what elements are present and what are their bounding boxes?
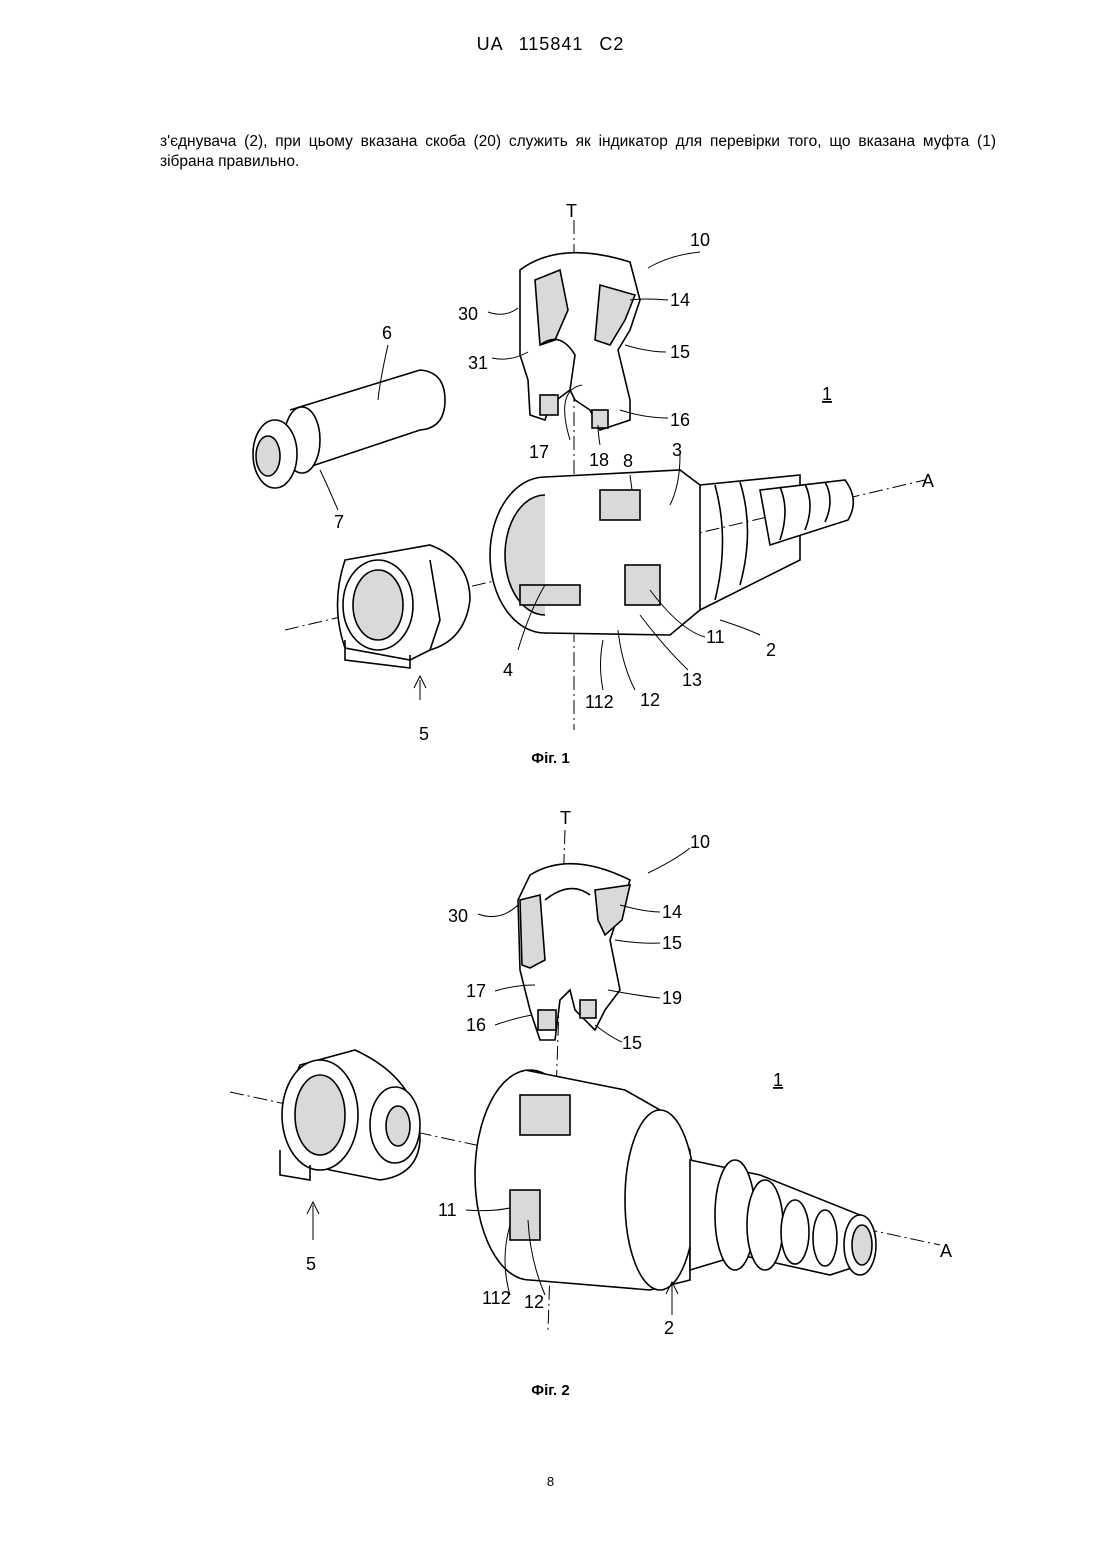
fig1-label-5: 5	[419, 724, 429, 744]
fig1-label-112: 112	[585, 692, 614, 712]
figure-1-caption: Фіг. 1	[0, 750, 1101, 767]
fig1-label-18: 18	[589, 450, 609, 470]
fig2-label-2: 2	[664, 1318, 674, 1338]
fig2-label-5: 5	[306, 1254, 316, 1274]
fig1-label-14: 14	[670, 290, 690, 310]
fig1-label-2: 2	[766, 640, 776, 660]
fig2-label-19: 19	[662, 988, 682, 1008]
fig1-label-3: 3	[672, 440, 682, 460]
fig2-label-T: T	[560, 808, 571, 828]
fig2-label-1: 1	[773, 1070, 783, 1090]
fig2-label-30: 30	[448, 906, 468, 926]
fig2-label-15b: 15	[622, 1033, 642, 1053]
fig2-label-15a: 15	[662, 933, 682, 953]
fig2-label-12: 12	[524, 1292, 544, 1312]
fig1-label-7: 7	[334, 512, 344, 532]
figure-1-drawing: T 10 30 14 6 31 15 1 16 17 18 8 3 A 7 11…	[0, 190, 1101, 750]
fig1-label-T: T	[566, 201, 577, 221]
fig1-label-12: 12	[640, 690, 660, 710]
fig1-label-15: 15	[670, 342, 690, 362]
fig1-label-A: A	[922, 471, 934, 491]
page-number: 8	[0, 1474, 1101, 1489]
fig1-label-6: 6	[382, 323, 392, 343]
fig1-label-10: 10	[690, 230, 710, 250]
fig1-label-13: 13	[682, 670, 702, 690]
fig1-label-11: 11	[706, 627, 725, 647]
fig1-label-31: 31	[468, 353, 488, 373]
fig1-label-4: 4	[503, 660, 513, 680]
fig2-label-A: A	[940, 1241, 952, 1261]
fig2-label-14: 14	[662, 902, 682, 922]
figure-2-drawing: T 10 30 14 15 17 19 16 15 1 11 A 5 112 1…	[0, 800, 1101, 1360]
fig1-label-16: 16	[670, 410, 690, 430]
fig2-label-17: 17	[466, 981, 486, 1001]
body-paragraph: з'єднувача (2), при цьому вказана скоба …	[160, 132, 996, 172]
fig1-label-8: 8	[623, 451, 633, 471]
fig1-label-17: 17	[529, 442, 549, 462]
fig2-label-10: 10	[690, 832, 710, 852]
fig1-label-30: 30	[458, 304, 478, 324]
figure-2-caption: Фіг. 2	[0, 1382, 1101, 1399]
fig2-label-112: 112	[482, 1288, 511, 1308]
fig1-label-1: 1	[822, 384, 832, 404]
fig2-label-11: 11	[438, 1200, 457, 1220]
fig2-label-16: 16	[466, 1015, 486, 1035]
patent-header: UA 115841 C2	[0, 34, 1101, 55]
